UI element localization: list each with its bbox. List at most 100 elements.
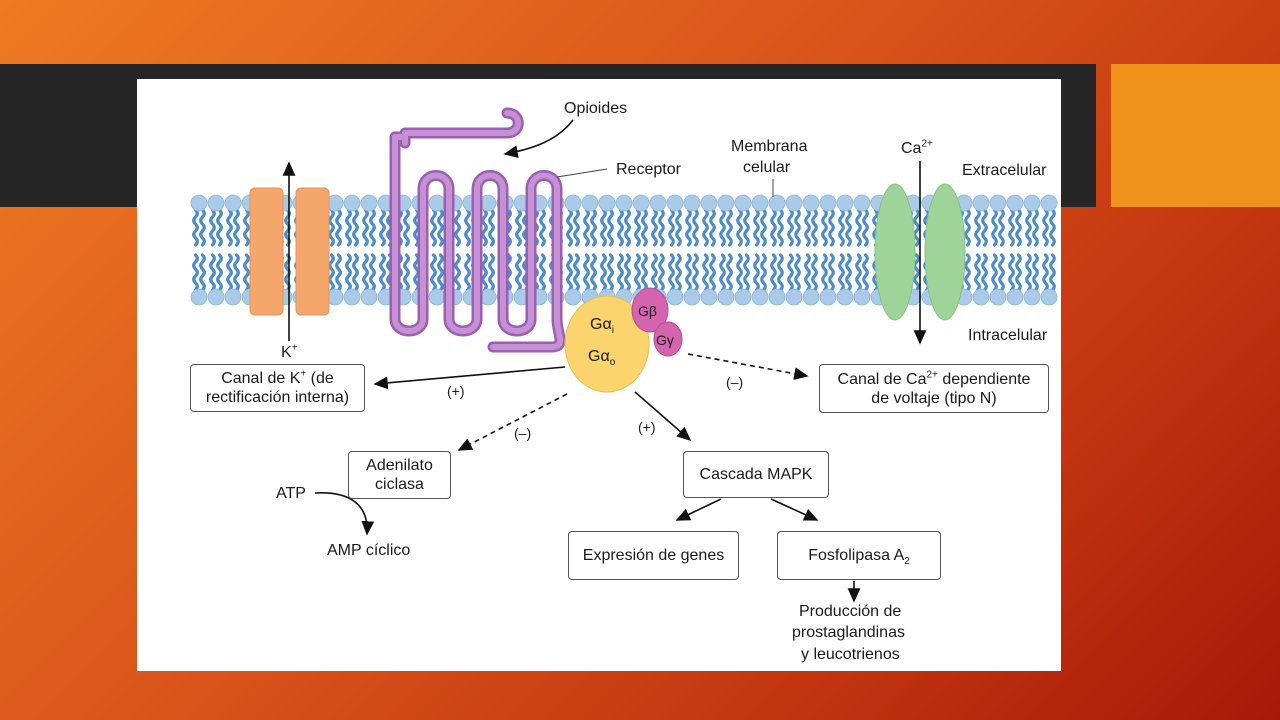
lipid-head [428,288,446,306]
arrow-mapk-to-genes [675,498,722,521]
lipid-tail [216,208,223,247]
lipid-tail [1008,253,1015,292]
lipid-tail [753,208,760,247]
lipid-head [785,288,803,306]
produccion-label-1: Producción de [799,603,902,620]
lipid-tail [964,253,971,292]
lipid-tail [991,253,998,292]
extracelular-label: Extracelular [962,162,1047,179]
lipid-head [683,194,701,212]
lipid-head [1006,288,1024,306]
lipid-head [785,194,803,212]
g-beta-label: Gβ [638,303,657,319]
lipid-tail [838,253,845,292]
lipid-tail [981,208,988,247]
lipid-tail [481,208,488,247]
lipid-tail [1015,208,1022,247]
lipid-tail [362,253,369,292]
intracelular-label: Intracelular [968,327,1048,344]
lipid-tail [243,253,250,292]
lipid-tail [328,208,335,247]
lipid-tail [998,208,1005,247]
lipid-head [836,288,854,306]
lipid-tail [430,253,437,292]
lipid-tail [794,253,801,292]
lipid-tail [369,208,376,247]
opioid-signaling-diagram: Opioides Receptor Membrana celular Ca2+ … [137,79,1061,671]
lipid-tail [464,208,471,247]
lipid-tail [583,253,590,292]
lipid-tail [488,253,495,292]
lipid-head [360,194,378,212]
lipid-tail [600,253,607,292]
lipid-head [190,288,208,306]
lipid-tail [1049,208,1056,247]
lipid-tail [515,253,522,292]
arrow-mapk-to-fosfolipasa [770,498,819,521]
g-beta-subunit [631,287,669,333]
lipid-tail [1042,253,1049,292]
lipid-head [224,288,242,306]
lipid-tail [1042,208,1049,247]
lipid-tail [658,208,665,247]
lipid-tail [1025,208,1032,247]
lipid-tail [1032,253,1039,292]
lipid-head [666,288,684,306]
lipid-tail [862,253,869,292]
lipid-tail [634,208,641,247]
lipid-tail [770,253,777,292]
produccion-label-3: y leucotrienos [801,646,900,663]
lipid-tail [668,253,675,292]
arrow-to-ca-channel [687,353,809,380]
lipid-head [224,194,242,212]
lipid-tail [362,208,369,247]
lipid-tail [617,253,624,292]
lipid-tail [335,253,342,292]
lipid-head [751,194,769,212]
lipid-head [989,194,1007,212]
lipid-tail [794,208,801,247]
membrana-label-1: Membrana [731,138,808,155]
lipid-tail [345,253,352,292]
lipid-tail [226,208,233,247]
lipid-tail [658,253,665,292]
lipid-tail [624,208,631,247]
sign-mapk: (+) [638,419,656,435]
arrow-to-adenylate [457,393,568,451]
lipid-tail [328,253,335,292]
lipid-tail [379,208,386,247]
lipid-head [649,194,667,212]
lipid-tail [719,253,726,292]
lipid-tail [403,208,410,247]
lipid-tail [505,208,512,247]
lipid-tail [855,208,862,247]
lipid-head [802,194,820,212]
lipid-tail [675,253,682,292]
lipid-tail [233,253,240,292]
lipid-tail [913,253,920,292]
lipid-tail [974,208,981,247]
lipid-head [751,288,769,306]
lipid-tail [743,253,750,292]
lipid-tail [566,208,573,247]
lipid-tail [675,208,682,247]
lipid-tail [828,208,835,247]
lipid-head [700,288,718,306]
lipid-head [836,194,854,212]
lipid-tail [216,253,223,292]
lipid-tail [352,253,359,292]
lipid-tail [573,208,580,247]
k-channel-box: Canal de K+ (de rectificación interna) [190,364,365,412]
k-ion-label: K+ [281,342,298,361]
arrow-atp-to-amp [314,492,375,536]
lipid-tail [641,253,648,292]
lipid-tail [668,208,675,247]
lipid-tail [845,253,852,292]
lipid-tail [454,208,461,247]
lipid-tail [1032,208,1039,247]
lipid-tail [753,253,760,292]
lipid-tail [192,208,199,247]
lipid-tail [702,208,709,247]
lipid-tail [726,208,733,247]
lipid-tail [702,253,709,292]
